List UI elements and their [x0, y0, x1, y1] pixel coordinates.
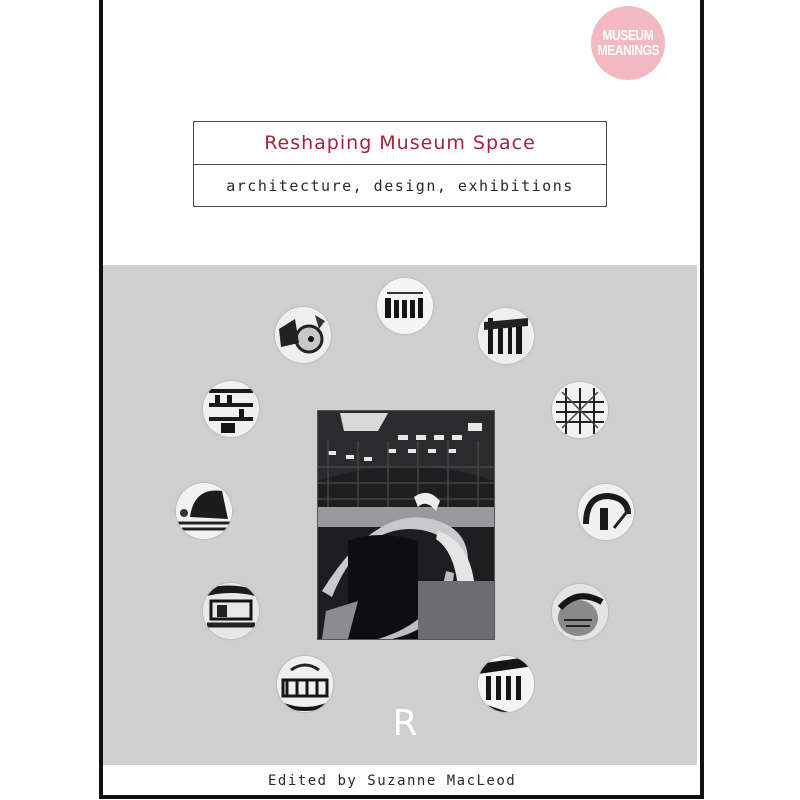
- museum-hall-photo: [317, 410, 495, 640]
- thumbnail-top-right: [478, 308, 534, 364]
- editor-credit: Edited by Suzanne MacLeod: [268, 773, 517, 789]
- book-subtitle: architecture, design, exhibitions: [226, 176, 574, 195]
- thumbnail-right-upper: [552, 382, 608, 438]
- thumbnail-left-middle: [176, 483, 232, 539]
- thumbnail-bottom-left: [277, 656, 333, 712]
- thumbnail-bottom-right: [478, 656, 534, 712]
- thumbnail-top-left: [275, 307, 331, 363]
- thumbnail-right-middle: [578, 484, 634, 540]
- series-stamp-line2: MEANINGS: [597, 42, 659, 59]
- thumbnail-top: [377, 278, 433, 334]
- series-stamp-line1: MUSEUM: [602, 27, 654, 44]
- series-stamp: MUSEUM MEANINGS: [591, 6, 665, 80]
- title-box: Reshaping Museum Space architecture, des…: [193, 121, 607, 207]
- thumbnail-left-lower: [203, 583, 259, 639]
- thumbnail-left-upper: [203, 381, 259, 437]
- book-title: Reshaping Museum Space: [194, 122, 606, 165]
- thumbnail-right-lower: [552, 584, 608, 640]
- publisher-logo: R: [392, 703, 418, 744]
